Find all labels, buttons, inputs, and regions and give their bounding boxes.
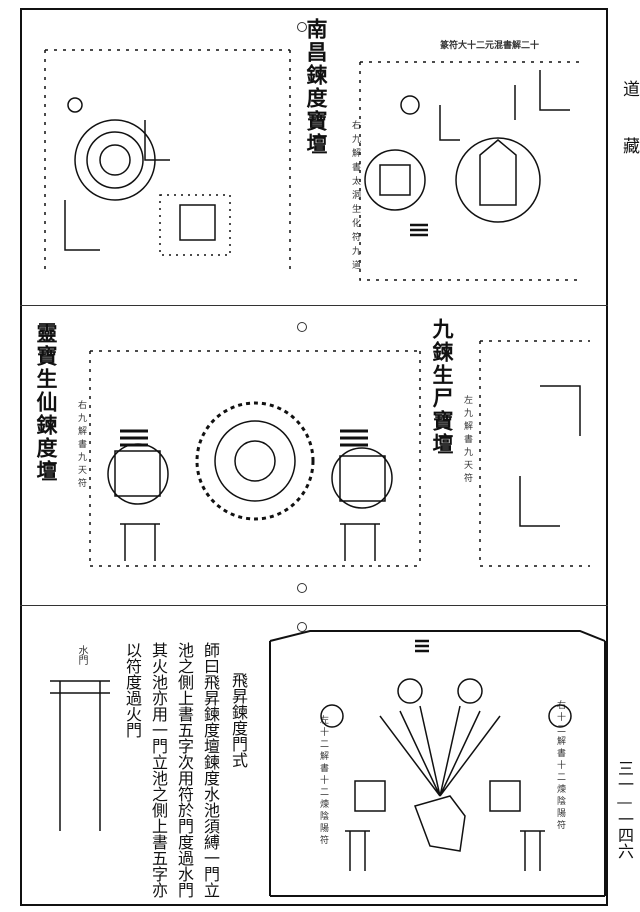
middle-right-note: 左九解書九天符 xyxy=(462,395,472,486)
talisman-note: 右九解書太洞生化符九道 xyxy=(350,120,360,274)
bottom-altar-diagram xyxy=(50,630,606,897)
panel-divider xyxy=(20,305,608,306)
door-ritual-heading: 飛昇鍊度門式 xyxy=(229,672,248,768)
collection-name: 道藏 xyxy=(619,80,639,194)
binding-hole xyxy=(297,583,307,593)
panel-divider xyxy=(20,605,608,606)
binding-hole xyxy=(297,322,307,332)
water-gate-label: 水門 xyxy=(76,645,87,665)
middle-right-title: 九鍊生尸寶壇 xyxy=(430,318,455,456)
text-line: 其火池亦用一門立池之側上書五字亦 xyxy=(149,642,168,898)
text-line: 師曰飛昇鍊度壇鍊度水池須縛一門立 xyxy=(201,642,220,898)
diagram-note-left: 左十二解書十二煉陰陽符 xyxy=(318,715,328,847)
middle-altar-diagram xyxy=(89,340,590,567)
binding-hole xyxy=(297,22,307,32)
page-number: 三一—一四六 xyxy=(615,760,634,859)
middle-left-note: 右九解書九天符 xyxy=(76,400,86,491)
text-line: 池之側上書五字次用符於門度過水門 xyxy=(175,642,194,898)
binding-hole xyxy=(297,622,307,632)
middle-left-title: 靈寶生仙鍊度壇 xyxy=(34,322,59,483)
talisman-caption: 十二解書混元二十大符篆 xyxy=(440,41,540,51)
page-border xyxy=(20,8,608,906)
text-line: 以符度過火門 xyxy=(123,642,142,738)
top-panel-title: 南昌鍊度寶壇 xyxy=(304,18,329,156)
top-altar-diagram xyxy=(44,49,580,281)
diagram-note-right: 右十二解書十二煉陰陽符 xyxy=(555,700,565,832)
